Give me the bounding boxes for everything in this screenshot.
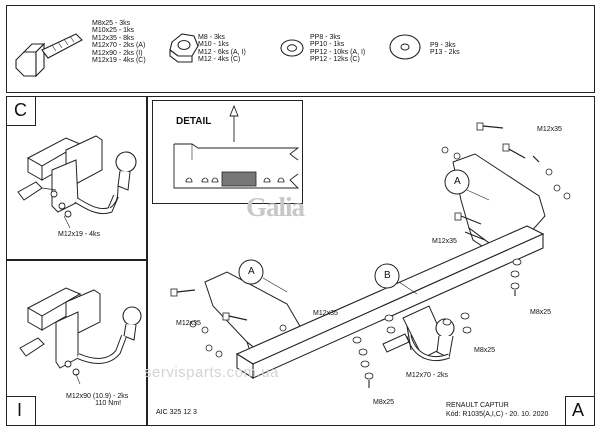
panel-i-torque: 110 Nm! <box>95 400 122 408</box>
panel-i-letter: I <box>17 400 23 420</box>
plate-washer-list: P9 - 3ks P13 - 2ks <box>430 42 460 57</box>
callout-a-left: A <box>248 266 255 277</box>
label-m8x25: M8x25 <box>530 309 552 316</box>
label-m12x35: M12x35 <box>432 238 457 245</box>
parts-list-frame <box>6 5 595 93</box>
panel-c-towbar-drawing <box>17 135 137 229</box>
panel-c-bolt-callout: M12x19 - 4ks <box>58 231 101 238</box>
panel-i-bolt-spec: M12x90 (10.9) - 2ks <box>66 393 129 400</box>
plate-washer-size: P9 - 3ks <box>430 42 456 49</box>
footer-model: RENAULT CAPTUR <box>446 402 509 409</box>
panel-i-letter-box <box>6 396 36 426</box>
washer-size: PP10 - 1ks <box>310 41 345 49</box>
callout-a-right: A <box>454 176 461 187</box>
nut-size: M8 - 3ks <box>198 34 225 41</box>
panel-i-bolt-callout: M12x90 (10.9) - 2ks 110 Nm! <box>66 393 128 408</box>
washer-icon <box>280 39 304 57</box>
label-m12x35: M12x35 <box>313 310 338 317</box>
bolt-size: M12x19 - 4ks (C) <box>92 57 146 65</box>
nut-size: M12 - 4ks (C) <box>198 56 241 64</box>
bolt-list: M8x25 - 3ks M10x25 - 1ks M12x35 - 8ks M1… <box>92 20 146 64</box>
bolt-size: M12x35 - 8ks <box>92 34 135 42</box>
plate-washer-icon <box>389 34 421 60</box>
main-towbar-drawing <box>170 122 571 388</box>
bolt-size: M12x90 - 2ks (I) <box>92 49 143 57</box>
nut-size: M10 - 1ks <box>198 41 229 49</box>
washer-size: PP12 - 10ks (A, I) <box>310 48 366 56</box>
label-m12x35: M12x35 <box>176 320 201 327</box>
label-m8x25: M8x25 <box>373 399 395 406</box>
washer-list: PP8 - 3ks PP10 - 1ks PP12 - 10ks (A, I) … <box>310 34 365 64</box>
panel-c-frame <box>6 96 147 260</box>
panel-i-frame <box>6 260 147 426</box>
footer-code: AIC 325 12 3 <box>156 409 197 416</box>
callout-b: B <box>384 270 391 281</box>
washer-size: PP12 - 12ks (C) <box>310 56 360 64</box>
plate-washer-size: P13 - 2ks <box>430 49 460 57</box>
label-m8x25: M8x25 <box>474 347 496 354</box>
galia-logo: Galia <box>246 192 305 222</box>
panel-c-letter-box <box>6 96 36 126</box>
detail-label: DETAIL <box>176 116 212 127</box>
nut-size: M12 - 6ks (A, I) <box>198 48 246 56</box>
panel-i-towbar-drawing <box>19 287 142 385</box>
bolt-icon <box>15 33 83 78</box>
panel-c-letter: C <box>14 100 27 120</box>
bolt-size: M10x25 - 1ks <box>92 27 135 35</box>
label-m12x70: M12x70 - 2ks <box>406 372 449 379</box>
detail-drawing <box>173 104 300 189</box>
detail-box <box>152 100 303 204</box>
nut-list: M8 - 3ks M10 - 1ks M12 - 6ks (A, I) M12 … <box>198 34 246 64</box>
washer-size: PP8 - 3ks <box>310 34 341 41</box>
main-letter: A <box>572 400 585 420</box>
label-m12x35: M12x35 <box>537 126 562 133</box>
watermark: servisparts.com.ua <box>144 364 279 381</box>
bolt-size: M12x70 - 2ks (A) <box>92 42 146 50</box>
bolt-size: M8x25 - 3ks <box>92 20 131 27</box>
main-letter-box <box>565 396 595 426</box>
nut-icon <box>169 33 199 63</box>
footer-kod: Kód: R1035(A,I,C) - 20. 10. 2020 <box>446 411 549 418</box>
main-panel-frame <box>147 96 595 426</box>
